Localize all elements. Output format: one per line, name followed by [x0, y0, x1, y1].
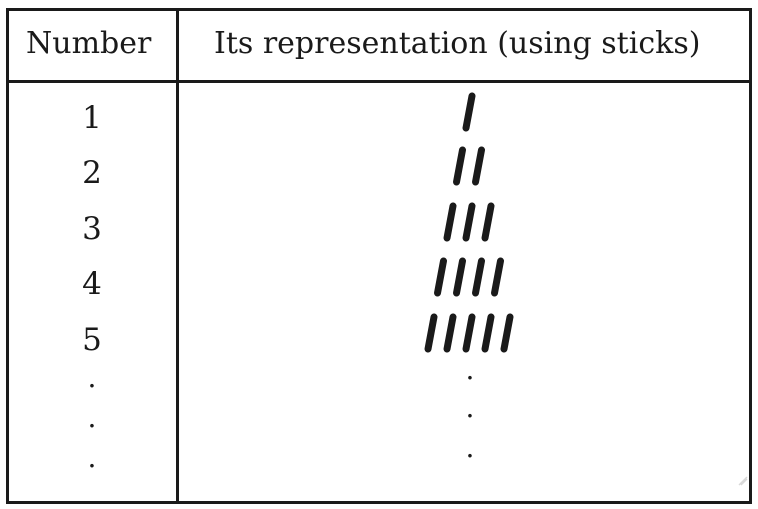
representation-continuation-dot: .: [465, 391, 475, 424]
stick-row-3: [443, 202, 457, 242]
row-number-1: 1: [82, 100, 102, 136]
stick-row-3: [481, 202, 495, 242]
table-frame: [6, 8, 752, 504]
stick-row-5: [481, 313, 495, 353]
stick-row-5: [424, 313, 438, 353]
stick-row-4: [434, 257, 447, 297]
stick-row-4: [472, 257, 485, 297]
number-continuation-dot: .: [87, 441, 97, 474]
number-continuation-dot: .: [87, 401, 97, 434]
row-number-2: 2: [82, 155, 102, 191]
number-continuation-dot: .: [87, 361, 97, 394]
row-number-5: 5: [82, 322, 102, 358]
watermark-mark: [738, 476, 748, 486]
stick-row-4: [453, 257, 466, 297]
stick-row-4: [491, 257, 504, 297]
stick-row-5: [443, 313, 457, 353]
stick-row-2: [453, 146, 466, 186]
column-divider: [176, 8, 179, 504]
header-divider: [6, 80, 752, 83]
representation-continuation-dot: .: [465, 431, 475, 464]
stick-row-5: [500, 313, 514, 353]
stick-row-5: [462, 313, 476, 353]
stick-representation: [424, 92, 514, 353]
header-number: Number: [26, 26, 152, 61]
stick-row-3: [462, 202, 476, 242]
representation-continuation-dot: .: [465, 353, 475, 386]
header-representation: Its representation (using sticks): [214, 26, 701, 61]
stick-row-2: [472, 146, 485, 186]
row-number-4: 4: [82, 266, 102, 302]
row-number-3: 3: [82, 211, 102, 247]
stick-row-1: [462, 92, 476, 132]
